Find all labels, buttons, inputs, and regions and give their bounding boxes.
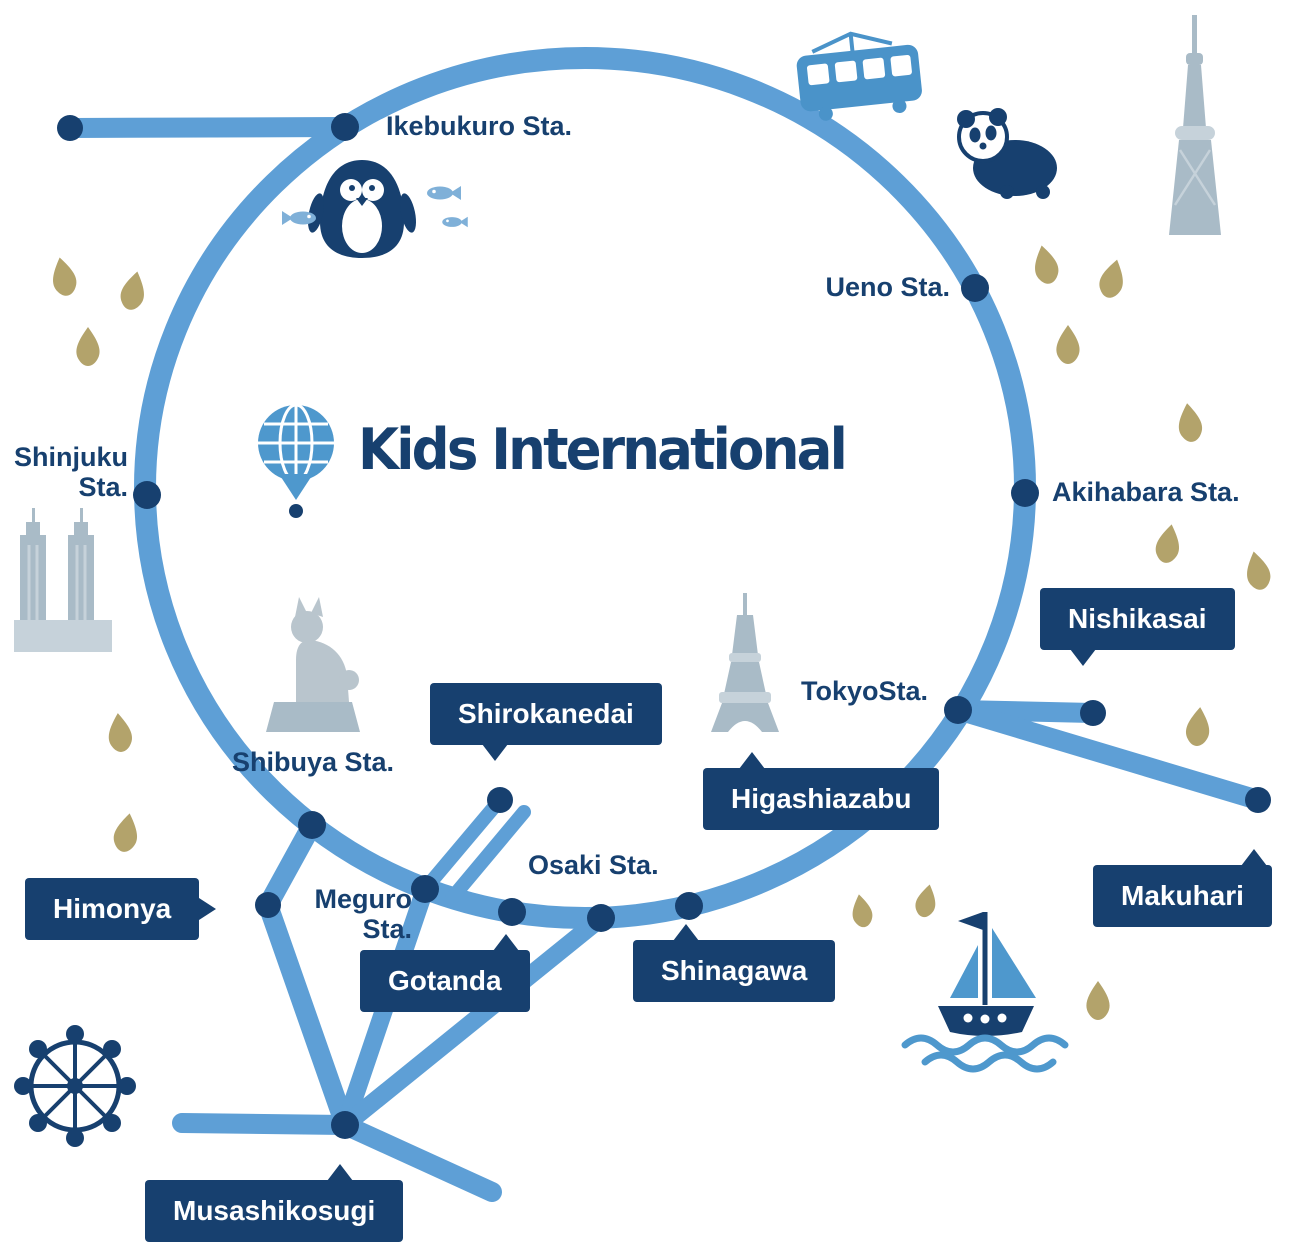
leaf-icon bbox=[1153, 522, 1184, 565]
pointer-up-icon bbox=[327, 1164, 353, 1181]
station-dot-gotanda bbox=[498, 898, 526, 926]
school-box-label: Shirokanedai bbox=[458, 698, 634, 729]
station-dot-nishikasai bbox=[1080, 700, 1106, 726]
brand-title: Kids International bbox=[358, 417, 848, 483]
leaf-icon bbox=[1184, 705, 1212, 748]
station-label-osaki: Osaki Sta. bbox=[528, 850, 659, 880]
leaf-icon bbox=[111, 811, 142, 854]
leaf-icon bbox=[1030, 243, 1062, 287]
station-dot-shibuya bbox=[298, 811, 326, 839]
school-box-musashikosugi[interactable]: Musashikosugi bbox=[145, 1164, 404, 1242]
makuhari-branch-line bbox=[948, 700, 1268, 810]
station-label-tokyo: TokyoSta. bbox=[800, 676, 928, 706]
himonya-branch-line bbox=[258, 815, 355, 1135]
globe-balloon-logo-icon bbox=[258, 403, 334, 518]
station-dots bbox=[57, 113, 1271, 1139]
school-box-gotanda[interactable]: Gotanda bbox=[360, 934, 530, 1012]
station-dot-osaki bbox=[587, 904, 615, 932]
leaf-icon bbox=[1242, 549, 1274, 593]
skytree-icon bbox=[1169, 15, 1221, 235]
sailboat-icon bbox=[901, 912, 1069, 1073]
leaf-icon bbox=[1096, 256, 1129, 301]
leaf-icon bbox=[1175, 401, 1204, 444]
west-branch-line bbox=[60, 117, 355, 138]
leaf-icon bbox=[117, 269, 149, 313]
station-dot-west-terminus bbox=[57, 115, 83, 141]
shirokanedai-line-a bbox=[418, 793, 507, 896]
school-box-label: Shinagawa bbox=[661, 955, 808, 986]
school-box-label: Himonya bbox=[53, 893, 172, 924]
school-box-label: Gotanda bbox=[388, 965, 502, 996]
station-dot-shirokanedai bbox=[487, 787, 513, 813]
station-dot-shinagawa bbox=[675, 892, 703, 920]
pointer-down-icon bbox=[1070, 649, 1096, 666]
leaf-icon bbox=[48, 255, 80, 299]
school-box-label: Nishikasai bbox=[1068, 603, 1207, 634]
station-label-shibuya: Shibuya Sta. bbox=[232, 747, 395, 777]
station-dot-meguro bbox=[411, 875, 439, 903]
pointer-up-icon bbox=[1241, 849, 1267, 866]
ferris-wheel-icon bbox=[14, 1025, 136, 1147]
pointer-up-icon bbox=[493, 934, 519, 951]
pointer-down-icon bbox=[482, 744, 508, 761]
station-label-ikebukuro: Ikebukuro Sta. bbox=[386, 111, 573, 141]
fish-icon bbox=[427, 186, 461, 200]
pointer-up-icon bbox=[739, 752, 765, 769]
school-box-himonya[interactable]: Himonya bbox=[25, 878, 217, 940]
tokyo-tower-icon bbox=[711, 593, 779, 732]
leaf-icon bbox=[849, 892, 875, 929]
hachiko-statue-icon bbox=[266, 597, 360, 732]
shirokanedai-line-b bbox=[445, 805, 531, 905]
train-icon bbox=[796, 31, 922, 121]
leaf-icon bbox=[106, 711, 134, 754]
station-dot-himonya bbox=[255, 892, 281, 918]
station-dot-makuhari bbox=[1245, 787, 1271, 813]
school-box-label: Musashikosugi bbox=[173, 1195, 376, 1226]
station-dot-shinjuku bbox=[133, 481, 161, 509]
osaki-musashikosugi-line bbox=[336, 909, 610, 1134]
station-dot-akihabara bbox=[1011, 479, 1039, 507]
station-label-shinjuku: Shinjuku Sta. bbox=[14, 442, 128, 503]
station-label-meguro: Meguro Sta. bbox=[314, 884, 413, 945]
school-box-higashiazabu[interactable]: Higashiazabu bbox=[703, 752, 940, 830]
station-dot-ueno bbox=[961, 274, 989, 302]
school-box-makuhari[interactable]: Makuhari bbox=[1093, 849, 1272, 927]
fish-icon bbox=[282, 211, 316, 225]
school-box-label: Higashiazabu bbox=[731, 783, 912, 814]
metropolitan-building-icon bbox=[14, 508, 112, 652]
panda-icon bbox=[957, 108, 1057, 199]
pointer-up-icon bbox=[673, 924, 699, 941]
station-label-akihabara: Akihabara Sta. bbox=[1052, 477, 1240, 507]
leaf-icon bbox=[1086, 981, 1110, 1020]
school-box-shirokanedai[interactable]: Shirokanedai bbox=[430, 683, 662, 761]
leaf-icon bbox=[913, 882, 940, 920]
school-box-label: Makuhari bbox=[1121, 880, 1244, 911]
leaf-icon bbox=[76, 327, 100, 366]
leaf-icon bbox=[1056, 325, 1080, 364]
station-dot-ikebukuro bbox=[331, 113, 359, 141]
station-dot-musashikosugi bbox=[331, 1111, 359, 1139]
pointer-right-icon bbox=[199, 898, 217, 920]
school-box-shinagawa[interactable]: Shinagawa bbox=[633, 924, 836, 1002]
station-dot-tokyo bbox=[944, 696, 972, 724]
penguin-icon bbox=[307, 160, 417, 258]
fish-icon bbox=[442, 216, 468, 228]
school-box-nishikasai[interactable]: Nishikasai bbox=[1040, 588, 1235, 666]
station-label-ueno: Ueno Sta. bbox=[825, 272, 950, 302]
